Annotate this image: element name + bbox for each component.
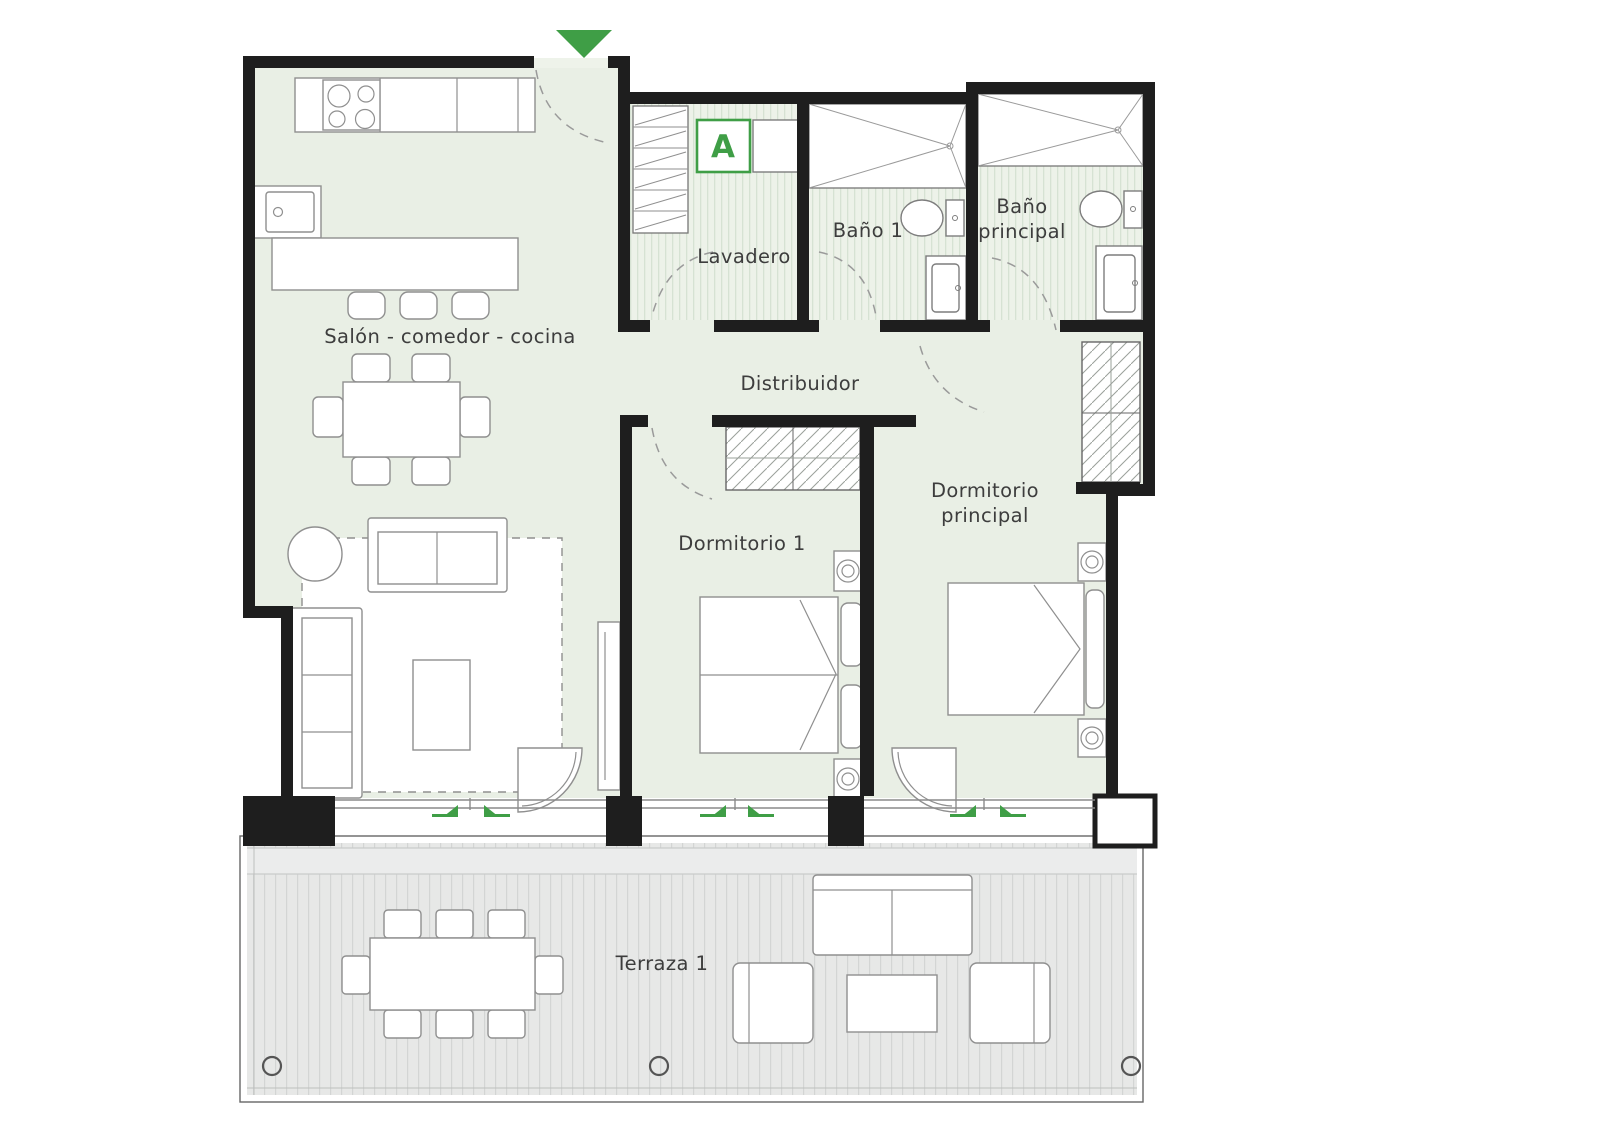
nightstand: [833, 758, 863, 800]
label-bath1: Baño 1: [833, 219, 904, 242]
slider-arrows: [432, 805, 1026, 817]
pillar: [1092, 793, 1158, 849]
entrance-threshold: [534, 58, 608, 68]
window-bedroom1: [642, 798, 828, 810]
outdoor-lounge-set: [732, 874, 1051, 1044]
pillar: [606, 796, 642, 846]
washbasin: [1095, 245, 1143, 321]
slider-arrow-pair-living: [432, 805, 510, 817]
floor-light: [1120, 1055, 1142, 1077]
label-bath-main-line1: Baño: [996, 195, 1047, 218]
nightstand: [1077, 718, 1107, 758]
two-seat-sofa: [367, 517, 508, 593]
label-bedroom-main-line2: principal: [941, 504, 1029, 527]
dining-chair: [351, 353, 391, 383]
wardrobe: [1081, 341, 1141, 483]
fan-armchair: [891, 747, 957, 813]
room-laundry: [630, 104, 808, 320]
label-bath-main-line2: principal: [978, 220, 1066, 243]
round-side-table: [287, 526, 343, 582]
room-living: [252, 77, 621, 813]
entrance-door-swing: [535, 69, 605, 143]
outdoor-chair: [435, 1009, 474, 1039]
bath1-door-swing: [818, 251, 877, 317]
outdoor-dining-table: [369, 937, 536, 1011]
label-bedroom1: Dormitorio 1: [678, 532, 805, 555]
nightstand: [833, 550, 863, 592]
pillar: [828, 796, 864, 846]
window-bedroom-main: [864, 798, 1095, 810]
pillar: [243, 796, 335, 846]
window-living: [335, 798, 606, 810]
shower: [977, 93, 1144, 167]
label-laundry: Lavadero: [697, 245, 790, 268]
label-bedroom-main-line1: Dormitorio: [931, 479, 1039, 502]
dining-chair: [411, 456, 451, 486]
wardrobe: [725, 426, 861, 491]
bedroom-main-door-swing: [919, 345, 985, 413]
laundry-shelved-closet: [632, 105, 689, 234]
walls: [243, 56, 1158, 849]
washbasin: [925, 255, 967, 321]
outdoor-chair: [341, 955, 371, 995]
room-bath-main: [977, 93, 1144, 321]
room-bedroom-main: [891, 341, 1141, 813]
three-seat-sofa: [289, 607, 363, 799]
room-terrace: [239, 835, 1144, 1103]
hob: [322, 79, 381, 131]
label-terrace: Terraza 1: [615, 952, 709, 975]
terrace-drain-band: [247, 848, 1137, 874]
entrance-block-letter: A: [711, 129, 735, 165]
dining-chair: [351, 456, 391, 486]
slider-arrow-pair-bedroom-main: [950, 805, 1026, 817]
label-living: Salón - comedor - cocina: [324, 325, 576, 348]
double-bed: [947, 582, 1105, 716]
triangle-down-icon: [556, 30, 612, 58]
floor-light: [648, 1055, 670, 1077]
dining-chair: [312, 396, 344, 438]
shower: [808, 103, 967, 189]
room-bath1: [808, 103, 967, 321]
fan-armchair: [517, 747, 583, 813]
label-hallway: Distribuidor: [741, 372, 861, 395]
outdoor-armchair: [732, 962, 814, 1044]
bedroom1-door-swing: [651, 427, 713, 500]
room-bedroom1: [699, 426, 863, 800]
toilet: [1079, 190, 1143, 229]
kitchen-counter: [294, 77, 536, 133]
room-labels: Salón - comedor - cocina Lavadero Baño 1…: [324, 195, 1066, 975]
sideboard: [597, 621, 621, 791]
outdoor-chair: [435, 909, 474, 939]
coffee-table: [412, 659, 471, 751]
island-breakfast-bar: [271, 237, 519, 291]
outdoor-chair: [534, 955, 564, 995]
toilet: [900, 199, 965, 237]
nightstand: [1077, 542, 1107, 582]
dining-set: [312, 353, 491, 486]
dining-chair: [459, 396, 491, 438]
outdoor-coffee-table: [846, 974, 938, 1033]
outdoor-chair: [487, 1009, 526, 1039]
kitchen-sink: [252, 185, 322, 239]
laundry-door-swing: [651, 251, 714, 317]
pillow: [840, 684, 863, 749]
door-swings: [535, 69, 1057, 500]
floor-light: [261, 1055, 283, 1077]
outdoor-armchair: [969, 962, 1051, 1044]
dining-table: [342, 381, 461, 458]
entrance-markers: A: [556, 30, 752, 174]
pillow: [1085, 589, 1105, 709]
dining-chair: [411, 353, 451, 383]
outdoor-dining-set: [341, 909, 564, 1039]
outdoor-chair: [383, 1009, 422, 1039]
pillow: [840, 602, 863, 667]
windows: [335, 798, 1095, 810]
slider-arrow-pair-bedroom1: [700, 805, 774, 817]
entrance-block-box: [695, 118, 752, 174]
outdoor-chair: [383, 909, 422, 939]
double-bed: [699, 596, 863, 754]
stools: [347, 291, 490, 320]
outdoor-chair: [487, 909, 526, 939]
